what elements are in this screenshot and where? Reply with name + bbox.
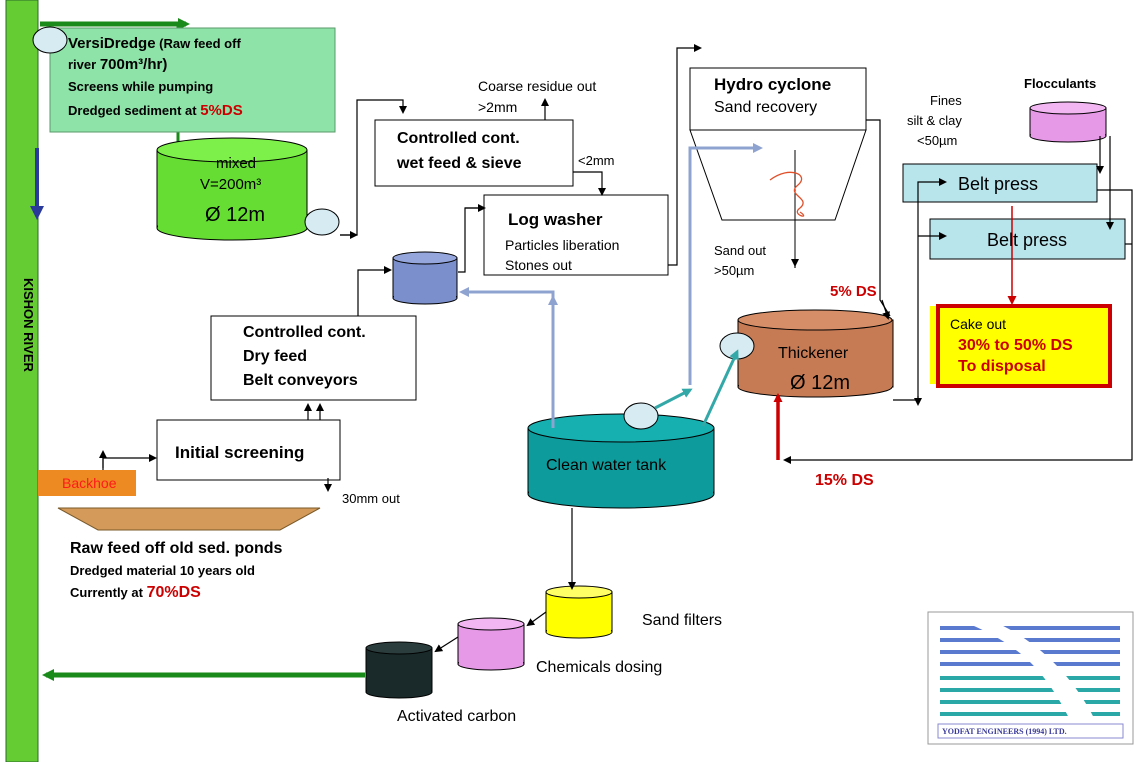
flocculants-label: Flocculants <box>1024 76 1097 91</box>
hydro-cyclone-line2: Sand recovery <box>714 99 818 116</box>
thickener-diameter: Ø 12m <box>790 372 851 394</box>
versidredge-title: VersiDredge <box>68 35 156 52</box>
sand-out-line1: Sand out <box>714 243 767 258</box>
raw-feed-line1: Raw feed off old sed. ponds <box>70 540 283 557</box>
mixed-tank-volume: V=200m³ <box>200 176 262 193</box>
hydro-cyclone-shape <box>689 67 867 267</box>
fines-line1: Fines <box>930 93 962 108</box>
versidredge-rate: 700m³/hr) <box>99 56 168 73</box>
fines-line2: silt & clay <box>907 113 962 128</box>
versidredge-box <box>49 27 336 133</box>
river-label: KISHON RIVER <box>21 278 36 372</box>
log-washer-box <box>483 194 669 276</box>
raw-feed-pond <box>57 507 321 531</box>
process-pipes-black <box>99 44 1133 653</box>
versidredge-ds: 5%DS <box>200 102 243 119</box>
river-band <box>5 0 39 762</box>
ds5-label: 5% DS <box>830 283 877 300</box>
versidredge-line1: VersiDredge (Raw feed off <box>68 35 241 52</box>
controlled-wet-line1: Controlled cont. <box>397 130 520 147</box>
dry-feed-line1: Controlled cont. <box>243 324 366 341</box>
lt2mm-label: <2mm <box>578 153 615 168</box>
log-washer-line2: Particles liberation <box>505 237 620 253</box>
yodfat-logo <box>927 611 1134 745</box>
raw-feed-ds: 70%DS <box>146 584 201 601</box>
raw-feed-current: Currently at <box>70 585 147 600</box>
raw-feed-line3: Currently at 70%DS <box>70 584 201 602</box>
mm30-label: 30mm out <box>342 491 400 506</box>
dry-feed-box <box>210 315 417 401</box>
cake-box <box>936 304 1112 388</box>
chemicals-label: Chemicals dosing <box>536 659 663 676</box>
belt-press-1-label: Belt press <box>958 174 1039 194</box>
initial-screening-box <box>156 419 341 481</box>
sand-out-line2: >50µm <box>714 263 755 278</box>
chemicals-shape <box>457 617 525 671</box>
clean-water-label: Clean water tank <box>546 457 667 474</box>
flocculants-tank-shape <box>1029 101 1107 143</box>
blue-tank-shape <box>392 251 458 305</box>
coarse-residue-line1: Coarse residue out <box>478 78 597 94</box>
mixed-tank-label: mixed <box>216 155 257 172</box>
versidredge-line2: river 700m³/hr) <box>68 56 167 73</box>
log-washer-line3: Stones out <box>505 257 572 273</box>
backhoe-label: Backhoe <box>62 475 117 491</box>
ds15-label: 15% DS <box>815 472 874 489</box>
clean-water-tank-shape <box>527 413 715 509</box>
hydro-cyclone-title: Hydro cyclone <box>714 75 832 94</box>
coarse-residue-line2: >2mm <box>478 99 518 115</box>
versidredge-subtitle: (Raw feed off <box>155 36 241 51</box>
initial-screening-label: Initial screening <box>175 443 305 462</box>
logo-text: YODFAT ENGINEERS (1994) LTD. <box>942 727 1067 736</box>
pump-bubbles <box>32 26 755 430</box>
versidredge-line4: Dredged sediment at 5%DS <box>68 102 243 119</box>
belt-press-1-box <box>902 163 1098 203</box>
activated-carbon-shape <box>365 641 433 699</box>
sand-filters-shape <box>545 585 613 639</box>
versidredge-sediment: Dredged sediment at <box>68 103 201 118</box>
cake-line2: 30% to 50% DS <box>958 337 1073 354</box>
process-pipes-teal <box>654 349 739 427</box>
cake-line1: Cake out <box>950 316 1007 332</box>
mixed-tank-diameter: Ø 12m <box>205 204 266 226</box>
controlled-wet-line2: wet feed & sieve <box>397 155 522 172</box>
raw-feed-line2: Dredged material 10 years old <box>70 563 255 578</box>
dry-feed-line2: Dry feed <box>243 348 308 365</box>
fines-line3: <50µm <box>917 133 958 148</box>
thickener-shape <box>737 309 894 398</box>
backhoe-box <box>38 470 136 496</box>
sand-filters-label: Sand filters <box>642 612 723 629</box>
belt-press-2-box <box>929 218 1126 260</box>
dry-feed-line3: Belt conveyors <box>243 372 358 389</box>
cake-line3: To disposal <box>958 358 1046 375</box>
thickener-label: Thickener <box>778 345 849 362</box>
versidredge-line3: Screens while pumping <box>68 79 214 94</box>
versidredge-river: river <box>68 57 100 72</box>
carbon-label: Activated carbon <box>397 708 517 725</box>
mixed-tank-shape <box>156 137 308 241</box>
process-pipes-blue <box>459 143 763 428</box>
controlled-wet-box <box>374 119 574 187</box>
belt-press-2-label: Belt press <box>987 230 1068 250</box>
process-pipes-red <box>773 206 1017 460</box>
log-washer-title: Log washer <box>508 210 603 229</box>
